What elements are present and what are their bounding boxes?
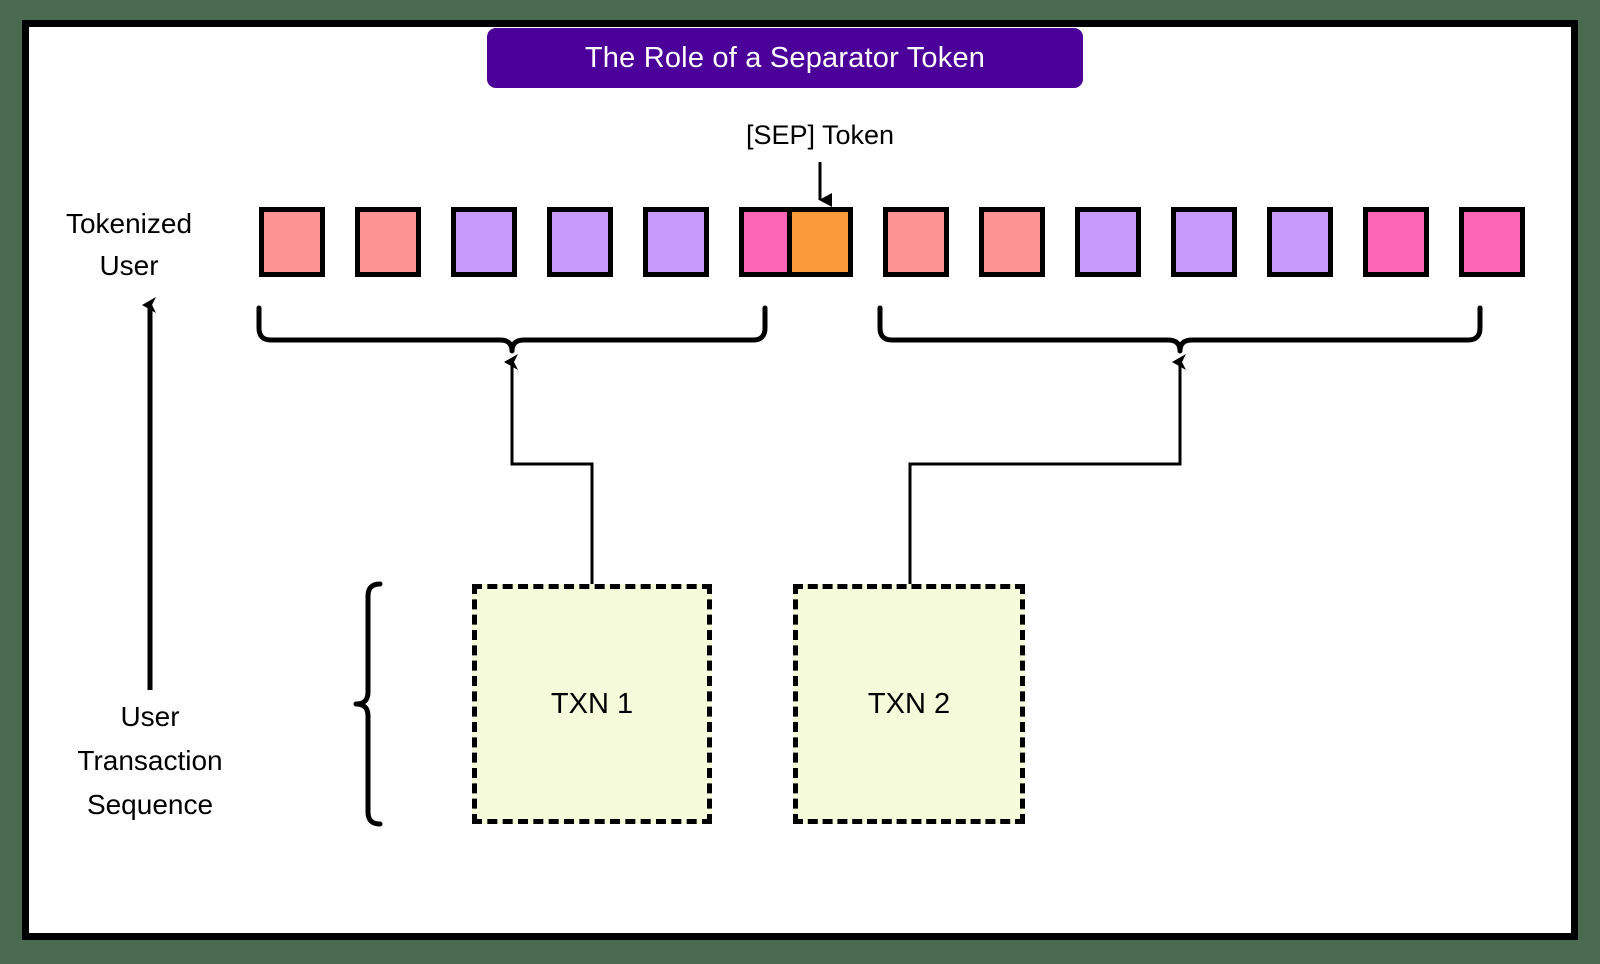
- transaction-box-label: TXN 1: [550, 687, 634, 720]
- tokenized-user-label-line1: Tokenized: [65, 208, 193, 239]
- sequence-label-line1: User: [120, 701, 180, 732]
- token-square: [643, 207, 709, 277]
- token-square: [547, 207, 613, 277]
- token-square: [355, 207, 421, 277]
- token-square: [883, 207, 949, 277]
- transaction-box-txn2: TXN 2: [793, 584, 1025, 824]
- sep-token-label: [SEP] Token: [745, 120, 895, 150]
- token-square: [1171, 207, 1237, 277]
- token-square: [1459, 207, 1525, 277]
- user-transaction-sequence-label: User Transaction Sequence: [10, 695, 290, 827]
- transaction-box-label: TXN 2: [867, 687, 951, 720]
- figure-title: The Role of a Separator Token: [584, 41, 986, 74]
- transaction-box-txn1: TXN 1: [472, 584, 712, 824]
- token-square: [1363, 207, 1429, 277]
- tokenized-user-label: Tokenized User: [20, 203, 238, 287]
- separator-token: [787, 207, 853, 277]
- sequence-label-line2: Transaction: [77, 745, 223, 776]
- token-square: [1075, 207, 1141, 277]
- token-square: [451, 207, 517, 277]
- sequence-label-line3: Sequence: [86, 789, 214, 820]
- token-square: [1267, 207, 1333, 277]
- figure-title-banner: The Role of a Separator Token: [487, 28, 1083, 88]
- token-square: [259, 207, 325, 277]
- tokenized-user-label-line2: User: [99, 250, 159, 281]
- token-square: [979, 207, 1045, 277]
